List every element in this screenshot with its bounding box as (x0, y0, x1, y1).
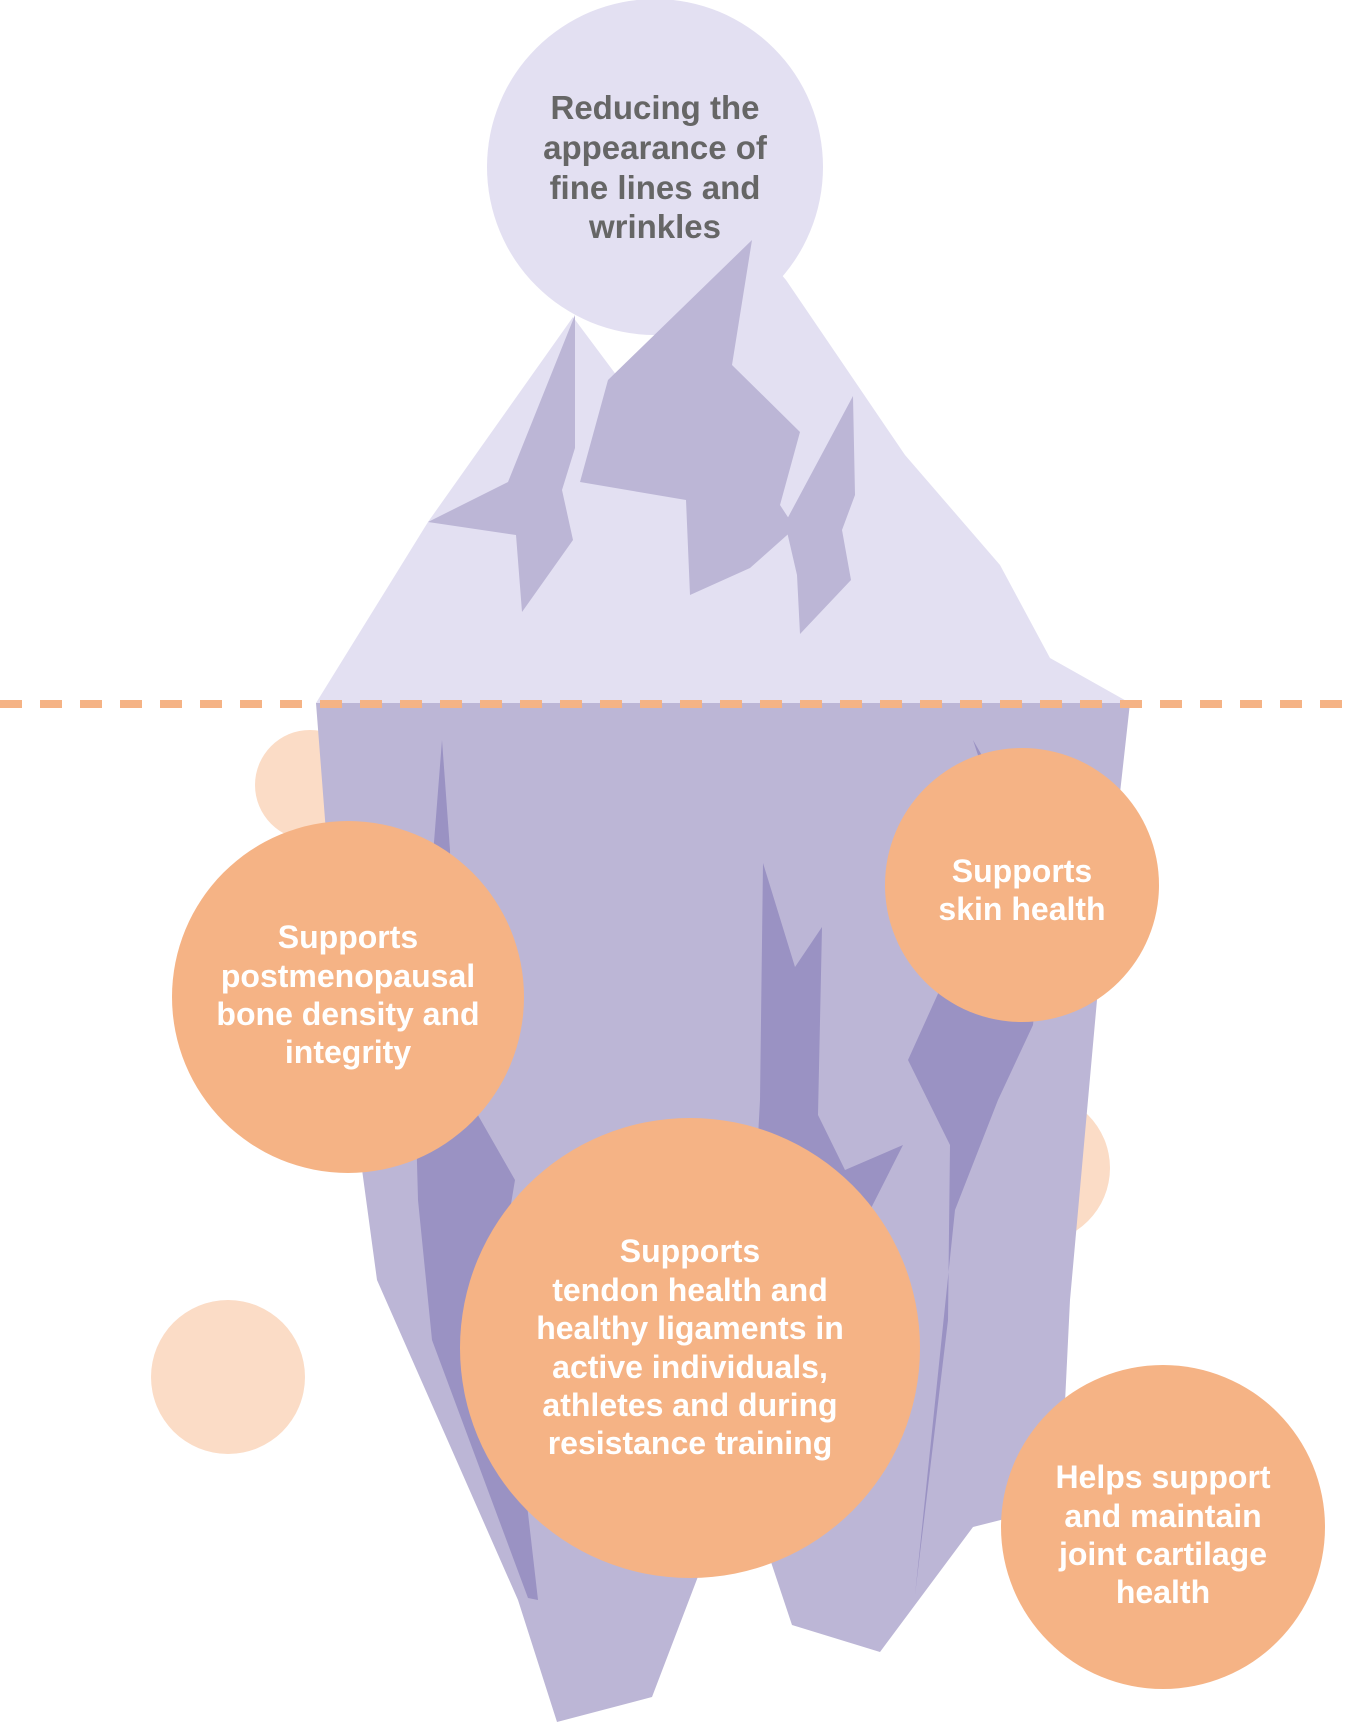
tendon-benefit-line: healthy ligaments in (536, 1310, 844, 1347)
top-benefit-line: wrinkles (588, 208, 722, 246)
skin-benefit-line: skin health (938, 891, 1106, 927)
tendon-benefit-line: athletes and during (542, 1386, 838, 1423)
joint-benefit-line: joint cartilage (1058, 1536, 1268, 1572)
bone-benefit-line: bone density and (216, 996, 480, 1032)
joint-bubble (1001, 1365, 1325, 1689)
iceberg-facet-center (580, 240, 800, 595)
joint-benefit-label: Helps support and maintain joint cartila… (1023, 1450, 1303, 1620)
skin-benefit-line: Supports (951, 852, 1093, 889)
iceberg-facet-right (785, 396, 855, 634)
tendon-benefit-label: Supports tendon health and healthy ligam… (505, 1225, 875, 1470)
joint-benefit-line: health (1115, 1574, 1211, 1611)
bone-benefit-line: Supports (277, 919, 419, 956)
top-benefit-line: appearance of (543, 128, 767, 166)
skin-benefit-label: Supports skin health (902, 845, 1142, 935)
bone-bubble (172, 821, 524, 1173)
top-bubble (487, 0, 823, 335)
skin-bubble (885, 748, 1159, 1022)
top-benefit-line: Reducing the (550, 89, 760, 127)
tendon-benefit-line: resistance training (547, 1425, 833, 1462)
joint-benefit-line: and maintain (1064, 1497, 1262, 1534)
bone-benefit-label: Supports postmenopausal bone density and… (188, 910, 508, 1080)
tendon-benefit-line: active individuals, (552, 1348, 828, 1385)
tendon-benefit-line: tendon health and (552, 1271, 828, 1308)
bone-benefit-line: postmenopausal (220, 957, 476, 994)
faint-bubble-left-bottom (151, 1300, 305, 1454)
tendon-bubble (460, 1118, 920, 1578)
bone-benefit-line: integrity (284, 1034, 412, 1071)
top-benefit-label: Reducing the appearance of fine lines an… (505, 65, 805, 270)
iceberg-facet-left (428, 315, 575, 612)
top-benefit-line: fine lines and (549, 168, 761, 206)
tendon-benefit-line: Supports (619, 1233, 761, 1270)
joint-benefit-line: Helps support (1055, 1459, 1271, 1496)
